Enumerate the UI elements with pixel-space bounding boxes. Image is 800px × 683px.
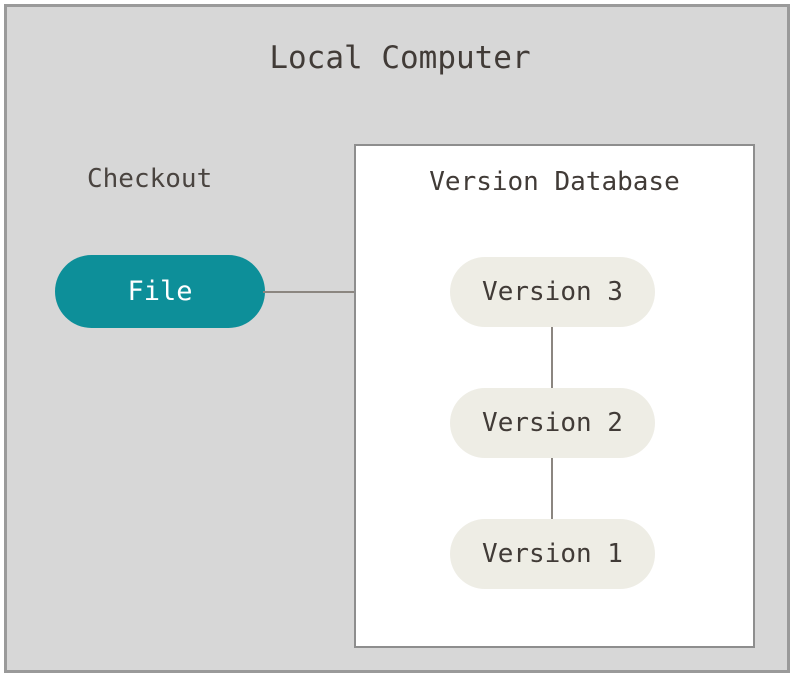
version-database-title: Version Database [429,167,680,197]
version-node-3-label: Version 3 [482,277,623,307]
version-node-1[interactable]: Version 1 [450,519,655,589]
connector-version-2-to-version-1 [551,458,553,520]
version-node-1-label: Version 1 [482,539,623,569]
file-node[interactable]: File [55,255,265,328]
version-node-3[interactable]: Version 3 [450,257,655,327]
connector-version-3-to-version-2 [551,327,553,389]
file-node-label: File [127,276,193,307]
version-node-2-label: Version 2 [482,408,623,438]
checkout-section-label: Checkout [87,164,213,194]
local-computer-title: Local Computer [269,40,531,76]
version-node-2[interactable]: Version 2 [450,388,655,458]
local-computer-container: Local Computer Checkout File Version Dat… [4,4,790,673]
